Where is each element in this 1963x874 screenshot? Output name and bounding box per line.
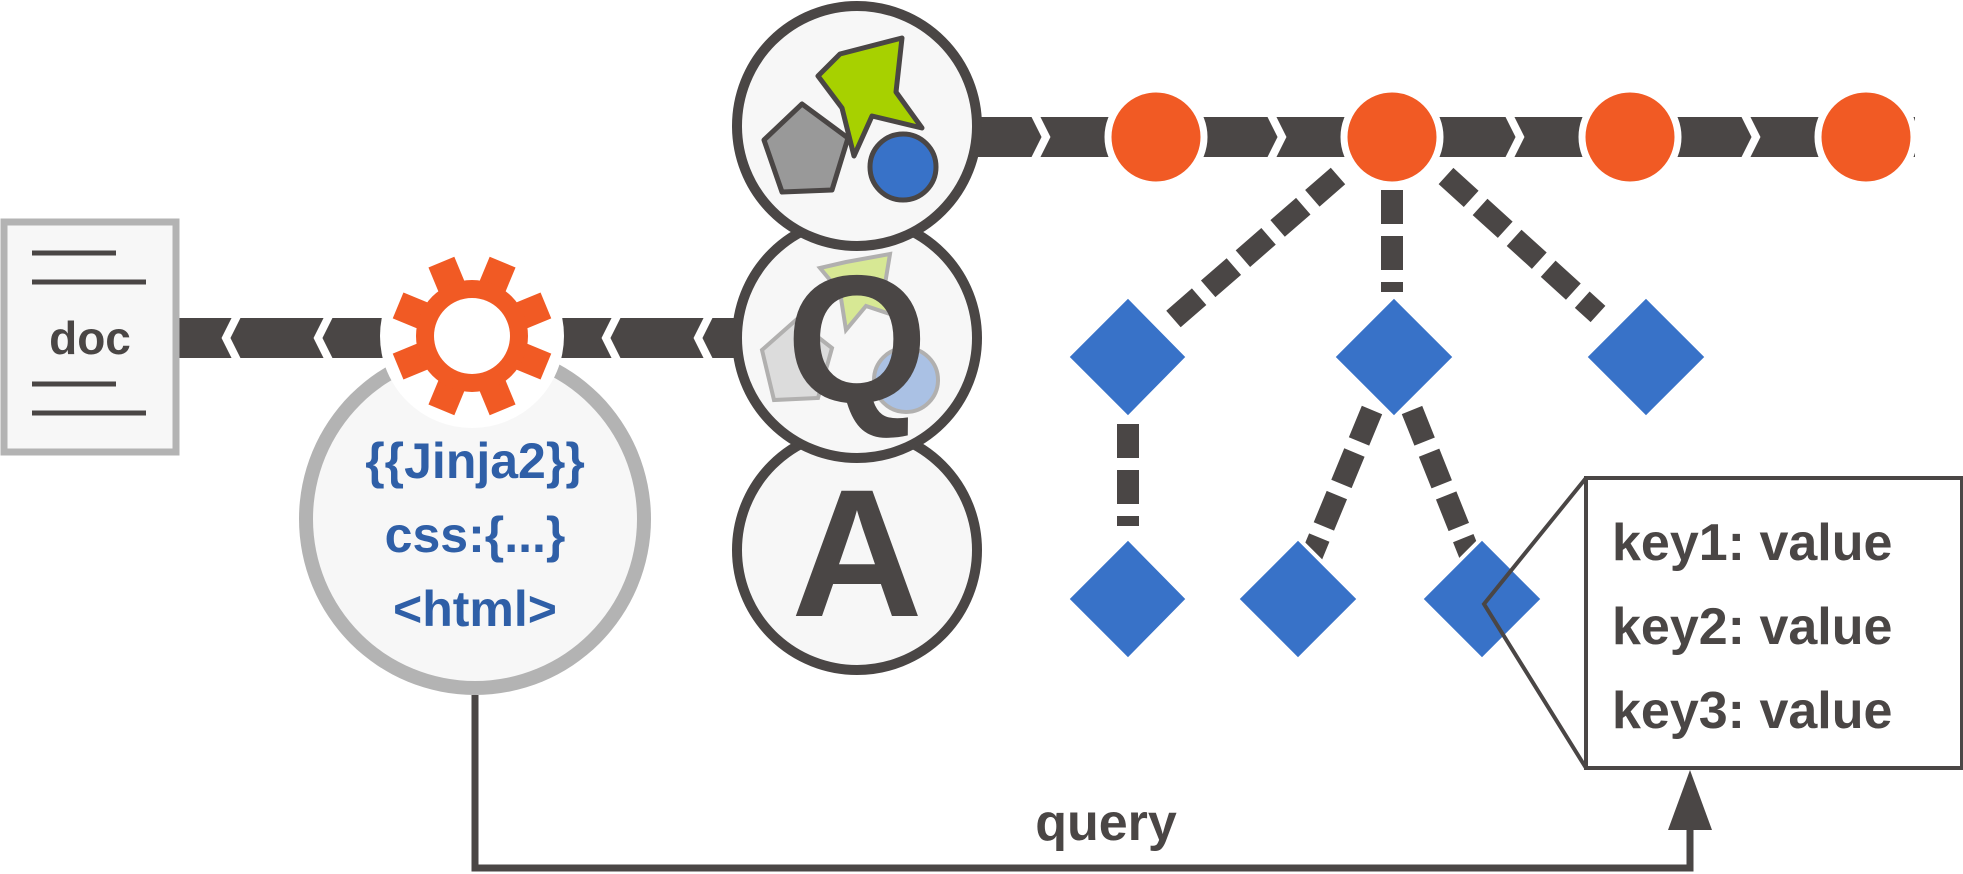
star-icon (815, 35, 925, 159)
faded-circle-icon (872, 346, 940, 414)
pentagon-icon (761, 101, 851, 195)
shapes-node (732, 1, 982, 251)
record-callout: key1: value key2: value key3: value (1481, 476, 1963, 770)
record-row-1: key1: value (1612, 514, 1892, 572)
template-jinja-label: {{Jinja2}} (365, 433, 585, 489)
record-row-2: key2: value (1612, 598, 1892, 656)
record-row-3: key3: value (1612, 682, 1892, 740)
question-node: Q (732, 213, 982, 463)
query-label: query (1035, 794, 1177, 852)
tree-links (1112, 163, 1609, 567)
faded-star-icon (816, 251, 907, 335)
query-arrow: query (471, 695, 1712, 872)
document-icon: doc (0, 218, 180, 456)
orange-node-1 (1104, 85, 1208, 189)
diamond-node-5 (1234, 535, 1362, 663)
diamond-node-4 (1064, 535, 1191, 663)
orange-nodes (1104, 85, 1918, 189)
circle-icon (867, 131, 939, 203)
blue-diamonds (1064, 293, 1710, 663)
template-node: {{Jinja2}} css:{...} <html> (299, 343, 651, 695)
diamond-node-2 (1330, 293, 1458, 421)
record-box (1584, 476, 1963, 770)
orange-node-3 (1578, 85, 1682, 189)
question-label: Q (786, 237, 928, 441)
gear-icon (380, 244, 564, 428)
diamond-node-1 (1064, 293, 1191, 421)
template-html-label: <html> (393, 581, 557, 637)
orange-node-2 (1340, 85, 1444, 189)
document-label: doc (49, 312, 131, 364)
answer-label: A (791, 451, 922, 655)
diamond-node-3 (1582, 293, 1710, 421)
template-css-label: css:{...} (385, 507, 566, 563)
answer-node: A (732, 425, 982, 675)
orange-node-4 (1814, 85, 1918, 189)
faded-pentagon-icon (759, 317, 835, 403)
